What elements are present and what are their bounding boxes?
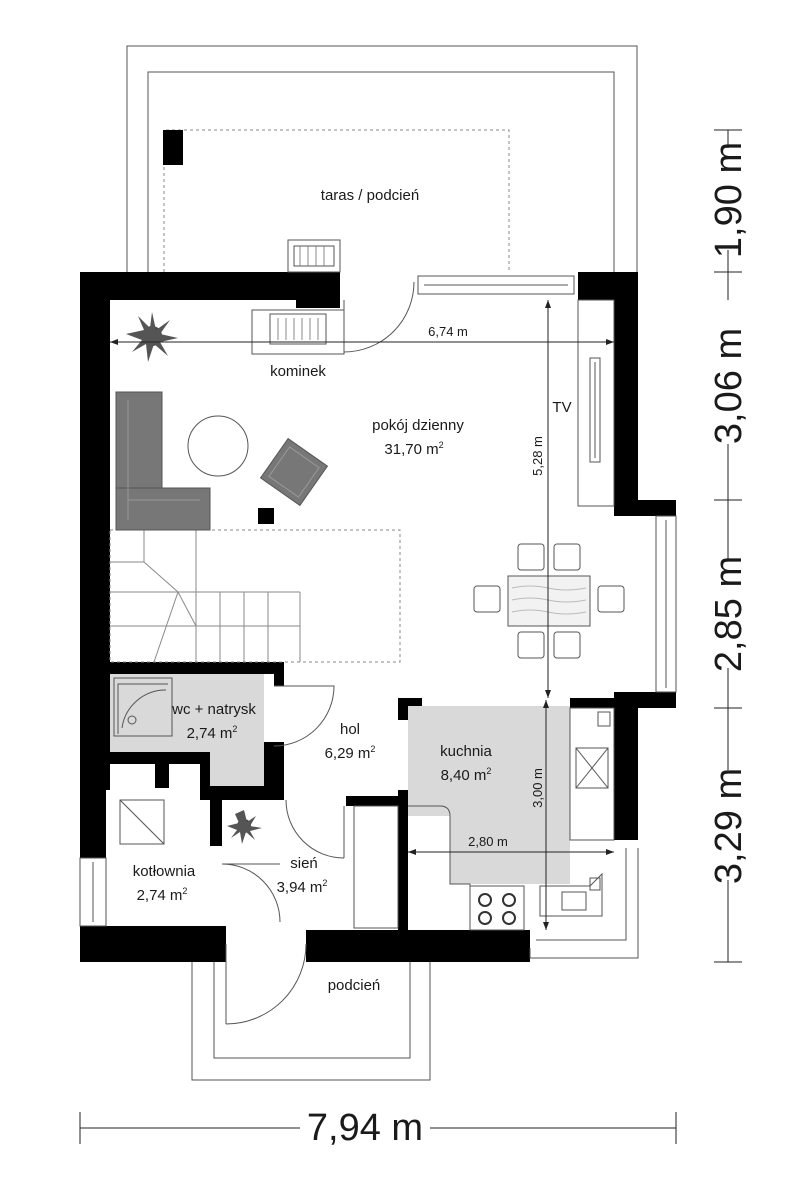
terrace-column <box>163 130 183 165</box>
area-pokoj: 31,70 m2 <box>384 440 443 458</box>
wardrobe <box>353 805 399 929</box>
armchair <box>259 437 329 507</box>
plant-icon <box>126 312 178 362</box>
staircase <box>109 529 401 663</box>
dim-right-3: 2,85 m <box>708 556 750 672</box>
terrace-outline <box>126 45 638 272</box>
windows <box>79 275 677 959</box>
boiler <box>119 799 165 845</box>
dim-pokoj-width: 6,74 m <box>428 324 468 339</box>
dim-right-2: 3,06 m <box>708 328 750 444</box>
interior-dimensions <box>110 300 614 930</box>
label-taras: taras / podcień <box>321 187 419 204</box>
dim-kuchnia-width: 2,80 m <box>468 834 508 849</box>
tv-unit <box>577 299 615 507</box>
label-kominek: kominek <box>270 363 326 380</box>
dim-total-width: 7,94 m <box>307 1107 423 1149</box>
label-tv: TV <box>552 399 571 416</box>
kitchen-fittings <box>408 707 615 931</box>
dim-pokoj-depth: 5,28 m <box>530 436 545 476</box>
sofa <box>115 391 211 531</box>
gray-areas <box>110 674 570 884</box>
dim-kuchnia-depth: 3,00 m <box>530 768 545 808</box>
label-kotlownia: kotłownia <box>133 863 196 880</box>
dim-right-4: 3,29 m <box>708 768 750 884</box>
label-sien: sień <box>290 855 318 872</box>
dining-table <box>473 543 625 659</box>
porch-outline <box>191 962 431 1081</box>
exterior-dimensions <box>79 129 742 1144</box>
label-wc: wc + natrysk <box>171 701 256 718</box>
walls <box>80 272 676 962</box>
label-kuchnia: kuchnia <box>440 743 492 760</box>
small-column <box>258 508 274 524</box>
area-wc: 2,74 m2 <box>187 724 238 742</box>
area-kuchnia: 8,40 m2 <box>441 766 492 784</box>
area-sien: 3,94 m2 <box>277 878 328 896</box>
label-podcien: podcień <box>328 977 381 994</box>
dim-right-1: 1,90 m <box>708 142 750 258</box>
area-hol: 6,29 m2 <box>325 744 376 762</box>
coffee-table <box>187 415 249 477</box>
doors <box>221 281 415 1025</box>
plant-icon <box>227 810 262 844</box>
shower <box>113 677 173 737</box>
fireplace <box>251 239 345 355</box>
label-hol: hol <box>340 721 360 738</box>
area-kotlownia: 2,74 m2 <box>137 886 188 904</box>
label-pokoj: pokój dzienny <box>372 417 464 434</box>
